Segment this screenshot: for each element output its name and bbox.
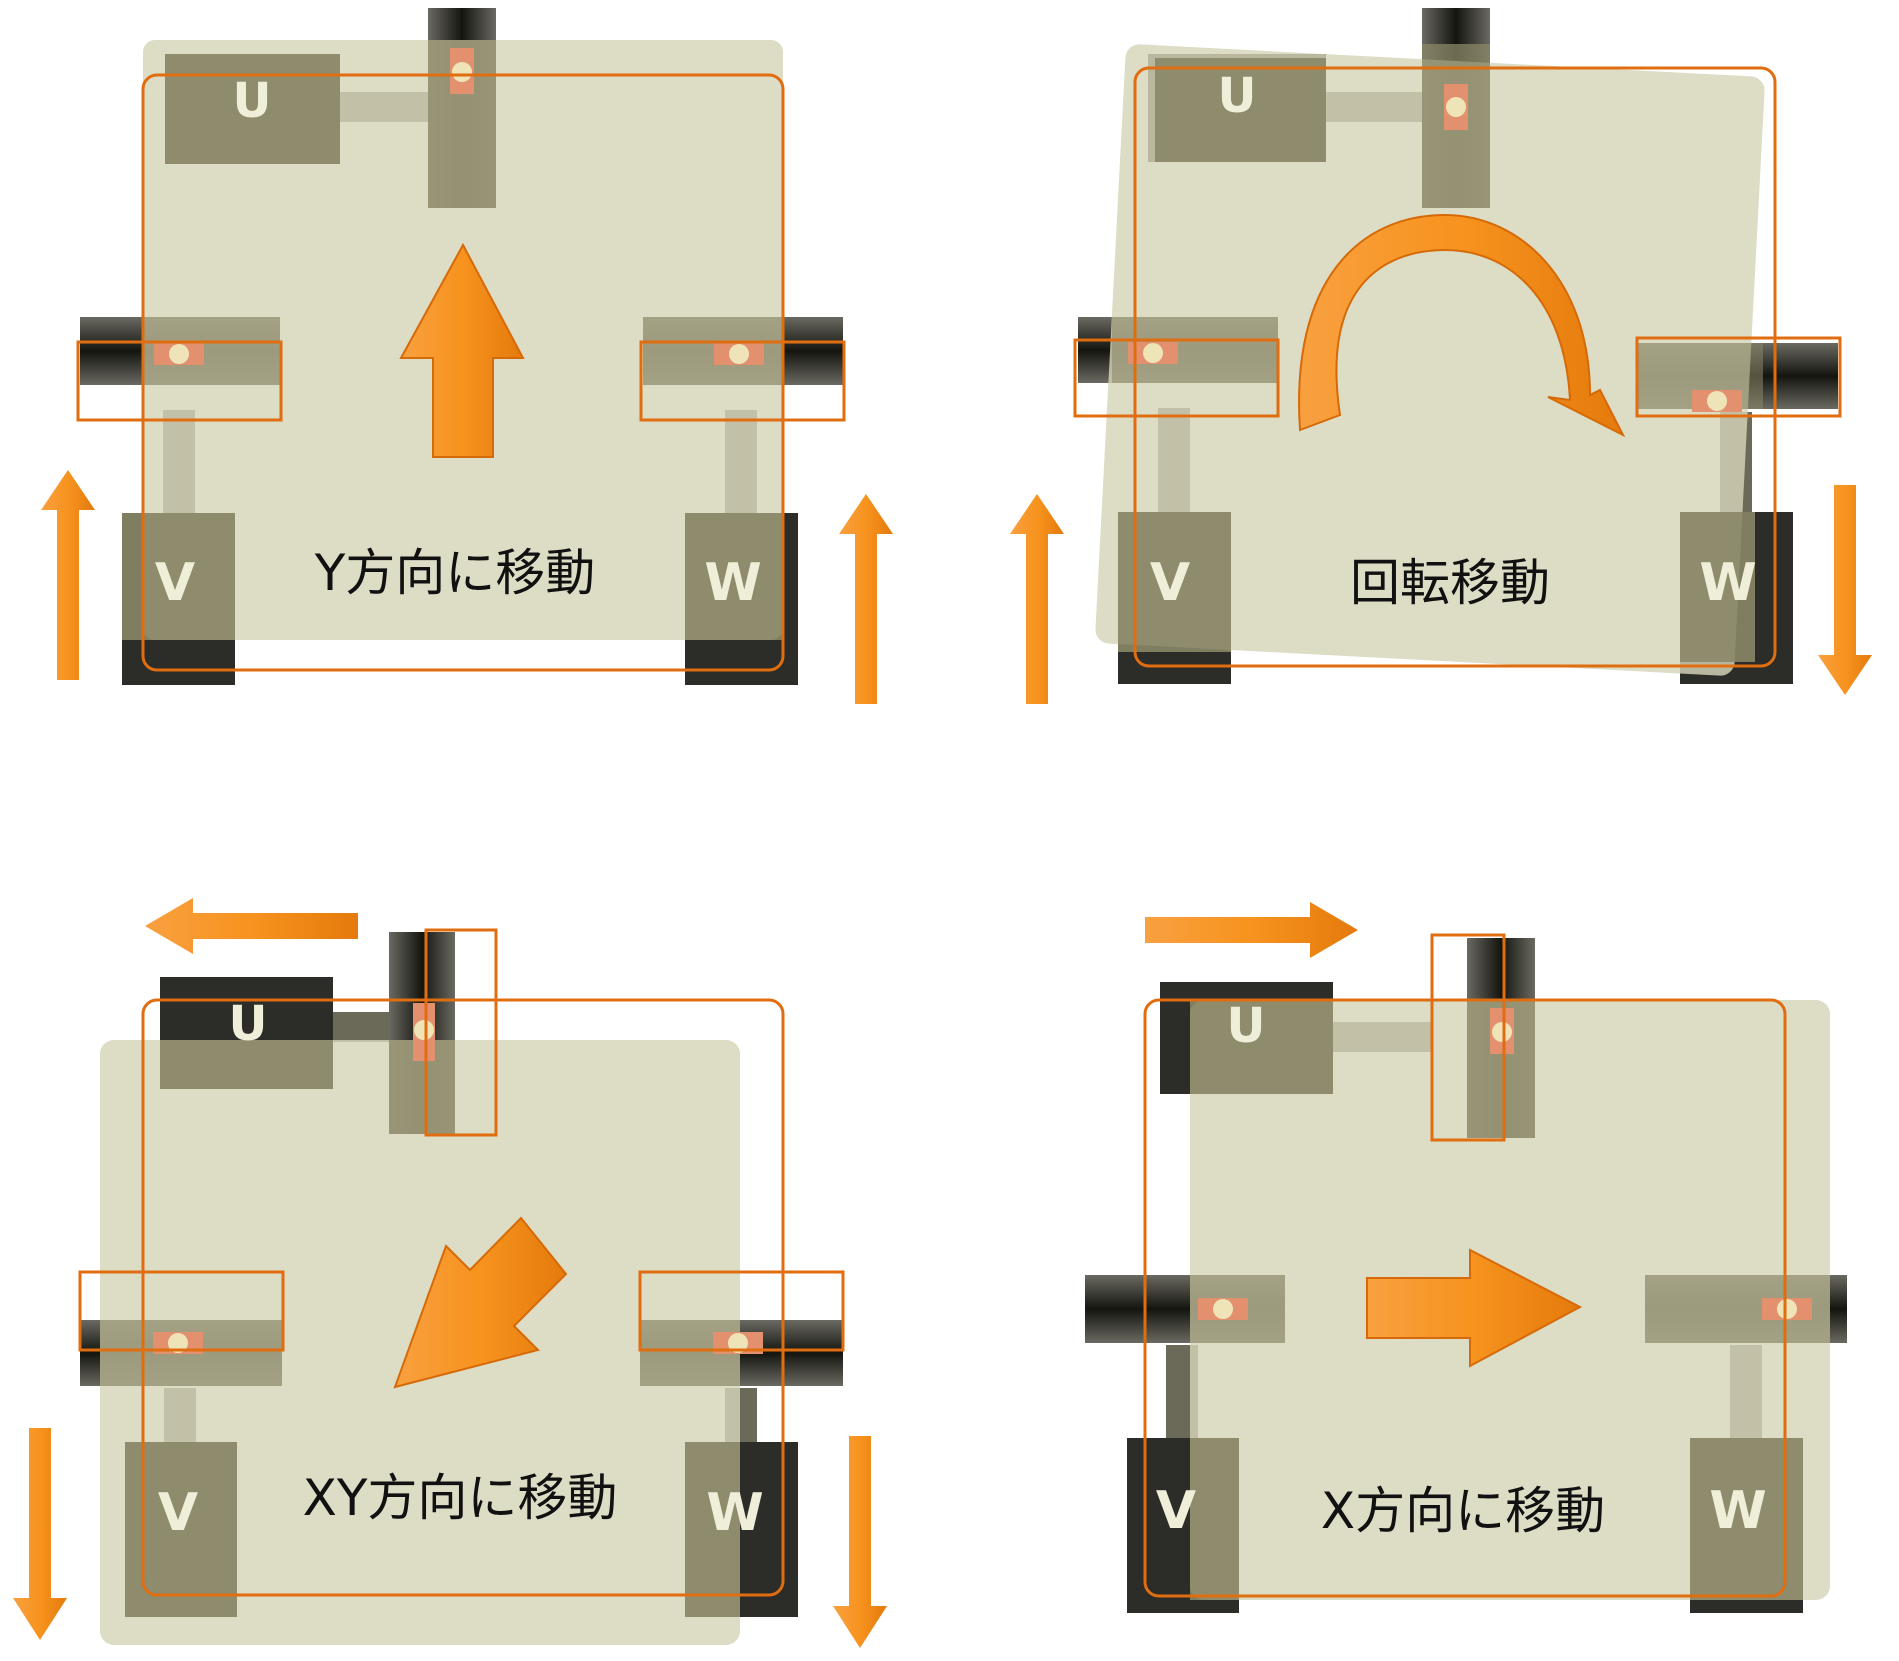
panel-y-move: U V W Y方向に移動 bbox=[41, 8, 893, 704]
w-original-outline bbox=[639, 340, 846, 422]
panel-rotate: U V W 回転移動 bbox=[1010, 8, 1872, 704]
u-pin bbox=[452, 62, 472, 82]
v-label: V bbox=[1150, 553, 1190, 613]
original-stage-outline bbox=[141, 73, 785, 672]
caption: X方向に移動 bbox=[1321, 1482, 1605, 1540]
u-right-arrow bbox=[1145, 902, 1358, 958]
u-label: U bbox=[229, 996, 268, 1052]
v-label: V bbox=[155, 553, 195, 613]
v-original-outline bbox=[1073, 338, 1280, 418]
u-label: U bbox=[233, 73, 272, 129]
u-label: U bbox=[1227, 998, 1266, 1054]
v-original-outline bbox=[78, 1270, 285, 1352]
w-pin bbox=[729, 344, 749, 364]
v-pin bbox=[168, 1333, 188, 1353]
u-block-overlay bbox=[160, 1040, 333, 1089]
u-connector bbox=[333, 1012, 389, 1042]
caption: XY方向に移動 bbox=[303, 1469, 618, 1527]
u-pin bbox=[1492, 1022, 1512, 1042]
w-down-arrow bbox=[1818, 485, 1872, 695]
w-pin bbox=[1707, 391, 1727, 411]
v-block-overlay bbox=[1118, 512, 1231, 652]
w-label: W bbox=[704, 553, 761, 613]
u-pin bbox=[1446, 97, 1466, 117]
w-label: W bbox=[1709, 1481, 1766, 1541]
u-original-outline bbox=[424, 928, 498, 1137]
v-down-arrow bbox=[13, 1428, 67, 1640]
v-pin bbox=[1143, 343, 1163, 363]
w-original-outline bbox=[1635, 336, 1842, 418]
w-label: W bbox=[1699, 553, 1756, 613]
w-original-outline bbox=[638, 1270, 845, 1352]
u-pin bbox=[414, 1020, 434, 1040]
w-up-arrow bbox=[839, 494, 893, 704]
stage-right-arrow bbox=[1366, 1248, 1583, 1368]
original-stage-outline bbox=[1143, 998, 1787, 1598]
caption: Y方向に移動 bbox=[314, 544, 596, 602]
u-left-arrow bbox=[145, 898, 358, 954]
v-block-overlay bbox=[122, 513, 235, 640]
v-up-arrow bbox=[1010, 494, 1064, 704]
w-pin bbox=[728, 1333, 748, 1353]
original-stage-outline bbox=[141, 998, 785, 1597]
w-pin bbox=[1777, 1299, 1797, 1319]
v-label: V bbox=[1156, 1481, 1196, 1541]
original-stage-outline bbox=[1133, 66, 1777, 668]
u-block-overlay bbox=[1155, 58, 1326, 162]
stage-plate bbox=[1095, 44, 1765, 676]
caption: 回転移動 bbox=[1350, 554, 1550, 612]
u-original-outline bbox=[1430, 933, 1506, 1142]
stage-diagonal-arrow bbox=[393, 1216, 568, 1389]
v-up-arrow bbox=[41, 470, 95, 680]
v-label: V bbox=[158, 1483, 198, 1543]
u-block-overlay bbox=[1190, 1000, 1333, 1094]
w-block-overlay bbox=[685, 513, 783, 640]
v-block-overlay bbox=[1190, 1438, 1239, 1600]
w-block-overlay bbox=[685, 1442, 740, 1617]
v-pin bbox=[169, 344, 189, 364]
stage-up-arrow bbox=[399, 242, 525, 458]
v-pin bbox=[1213, 1299, 1233, 1319]
v-original-outline bbox=[76, 340, 283, 422]
u-label: U bbox=[1218, 68, 1257, 124]
rotation-arrow bbox=[1298, 213, 1626, 438]
panel-x-move: U V W X方向に移動 bbox=[1085, 902, 1847, 1613]
panel-xy-move: U V W XY方向に移動 bbox=[13, 898, 887, 1648]
w-label: W bbox=[706, 1483, 763, 1543]
w-down-arrow bbox=[833, 1436, 887, 1648]
u-block-overlay bbox=[165, 54, 340, 164]
w-block-overlay bbox=[1680, 512, 1755, 662]
